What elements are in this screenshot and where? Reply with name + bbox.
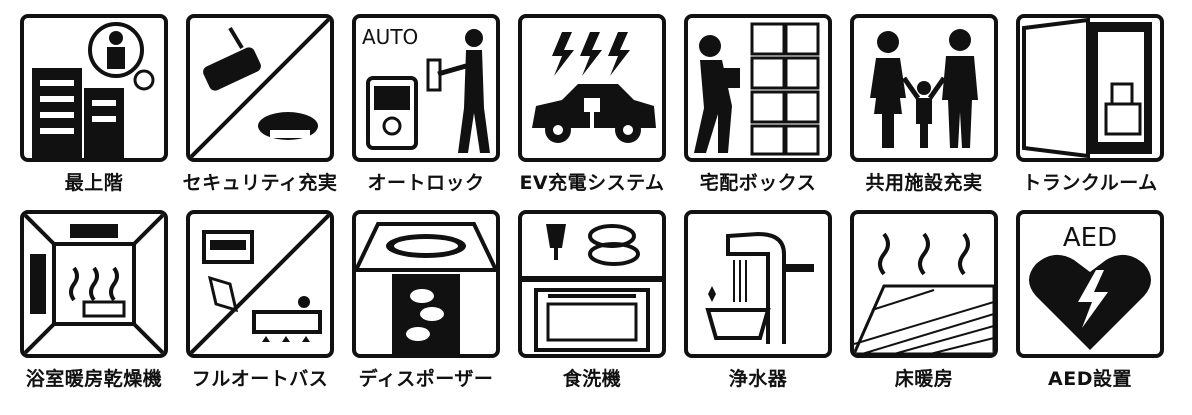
auto-sign: AUTO xyxy=(362,25,418,49)
amenity-label: 共用施設充実 xyxy=(865,172,983,194)
disposer-icon xyxy=(352,210,500,358)
amenity-water-purifier: 浄水器 xyxy=(682,210,834,392)
top-floor-icon xyxy=(20,14,168,162)
amenity-top-floor: 最上階 xyxy=(18,14,170,196)
amenity-full-auto-bath: フルオートバス xyxy=(184,210,336,392)
amenity-label: 最上階 xyxy=(64,172,124,194)
amenity-floor-heating: 床暖房 xyxy=(848,210,1000,392)
amenity-delivery-box: 宅配ボックス xyxy=(682,14,834,196)
amenity-shared-facilities: 共用施設充実 xyxy=(848,14,1000,196)
amenity-disposer: ディスポーザー xyxy=(350,210,502,392)
aed-icon: AED xyxy=(1016,210,1164,358)
amenity-label: オートロック xyxy=(367,172,485,194)
amenity-label: セキュリティ充実 xyxy=(182,172,338,194)
trunk-room-icon xyxy=(1016,14,1164,162)
amenity-icon-grid: 最上階 セキュリティ充実 AUTO オートロック EV充電システム xyxy=(18,14,1166,392)
amenity-label: フルオートバス xyxy=(191,368,329,390)
amenity-label: EV充電システム xyxy=(519,172,665,194)
dishwasher-icon xyxy=(518,210,666,358)
full-auto-bath-icon xyxy=(186,210,334,358)
aed-sign: AED xyxy=(1063,223,1117,253)
amenity-bathroom-dryer: 浴室暖房乾燥機 xyxy=(18,210,170,392)
amenity-dishwasher: 食洗機 xyxy=(516,210,668,392)
amenity-auto-lock: AUTO オートロック xyxy=(350,14,502,196)
amenity-label: 浄水器 xyxy=(728,368,788,390)
amenity-label: トランクルーム xyxy=(1022,172,1158,194)
water-purifier-icon xyxy=(684,210,832,358)
amenity-label: ディスポーザー xyxy=(358,368,494,390)
amenity-label: 床暖房 xyxy=(894,368,954,390)
amenity-aed: AED AED設置 xyxy=(1014,210,1166,392)
delivery-box-icon xyxy=(684,14,832,162)
ev-charging-icon xyxy=(518,14,666,162)
amenity-label: 浴室暖房乾燥機 xyxy=(25,368,163,390)
amenity-ev-charging: EV充電システム xyxy=(516,14,668,196)
security-icon xyxy=(186,14,334,162)
amenity-label: AED設置 xyxy=(1048,368,1132,390)
floor-heating-icon xyxy=(850,210,998,358)
shared-facilities-icon xyxy=(850,14,998,162)
amenity-security: セキュリティ充実 xyxy=(182,14,338,196)
amenity-label: 宅配ボックス xyxy=(699,172,817,194)
amenity-trunk-room: トランクルーム xyxy=(1014,14,1166,196)
bathroom-dryer-icon xyxy=(20,210,168,358)
amenity-label: 食洗機 xyxy=(562,368,622,390)
auto-lock-icon: AUTO xyxy=(352,14,500,162)
